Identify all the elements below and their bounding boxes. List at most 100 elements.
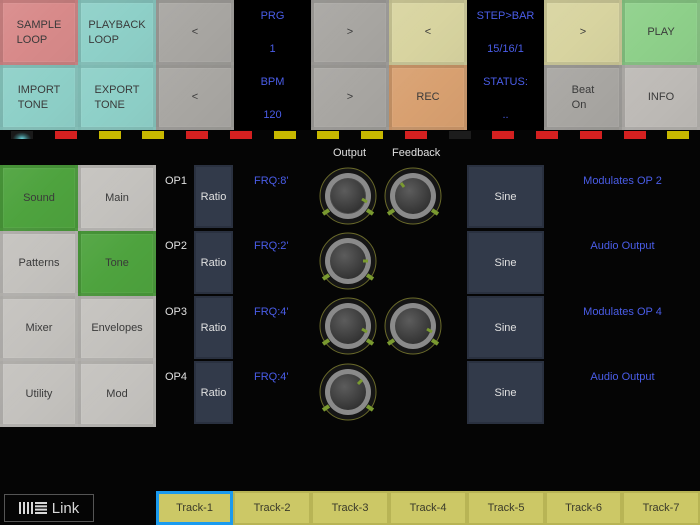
knob-icon: [319, 167, 377, 225]
frequency-value[interactable]: FRQ:4': [254, 371, 289, 383]
step-indicator: [667, 131, 690, 139]
import-tone-button[interactable]: IMPORT TONE: [0, 65, 78, 130]
link-label: Link: [51, 499, 80, 517]
info-button[interactable]: INFO: [622, 65, 700, 130]
nav-envelopes-button[interactable]: Envelopes: [78, 296, 156, 361]
bpm-value: 120: [263, 109, 282, 121]
waveform-button[interactable]: Sine: [467, 361, 544, 424]
output-knob[interactable]: [318, 166, 378, 226]
nav-main-button[interactable]: Main: [78, 165, 156, 231]
track-3-button[interactable]: Track-3: [311, 491, 389, 525]
track-label: Track-1: [176, 502, 213, 514]
knob-icon: [384, 297, 442, 355]
bpm-decrease-label: <: [191, 91, 199, 104]
nav-mod-button[interactable]: Mod: [78, 361, 156, 427]
step-indicator: [579, 131, 602, 139]
step-indicator: [273, 131, 296, 139]
frequency-value[interactable]: FRQ:4': [254, 306, 289, 318]
ratio-label: Ratio: [200, 256, 227, 269]
ratio-button[interactable]: Ratio: [194, 231, 233, 294]
next-step-button[interactable]: >: [544, 0, 622, 65]
track-4-button[interactable]: Track-4: [389, 491, 467, 525]
nav-mixer-button[interactable]: Mixer: [0, 296, 78, 361]
record-button[interactable]: REC: [389, 65, 467, 130]
next-program-button[interactable]: >: [311, 0, 389, 65]
sample-loop-label: SAMPLE LOOP: [16, 19, 62, 46]
ratio-label: Ratio: [200, 190, 227, 203]
routing-label: Modulates OP 4: [583, 306, 662, 318]
nav-mixer-label: Mixer: [25, 322, 53, 335]
track-7-button[interactable]: Track-7: [622, 491, 700, 525]
track-label: Track-4: [409, 502, 447, 514]
waveform-button[interactable]: Sine: [467, 165, 544, 228]
bpm-increase-label: >: [346, 91, 354, 104]
track-5-button[interactable]: Track-5: [467, 491, 545, 525]
ableton-link-button[interactable]: Link: [4, 494, 94, 522]
ableton-logo-icon: [18, 502, 47, 514]
ratio-button[interactable]: Ratio: [194, 361, 233, 424]
waveform-label: Sine: [494, 190, 517, 203]
bpm-decrease-button[interactable]: <: [156, 65, 234, 130]
track-1-button[interactable]: Track-1: [156, 491, 233, 525]
track-label: Track-7: [642, 502, 680, 514]
export-tone-button[interactable]: EXPORT TONE: [78, 65, 156, 130]
play-button[interactable]: PLAY: [622, 0, 700, 65]
play-label: PLAY: [647, 26, 675, 39]
nav-main-label: Main: [105, 191, 129, 204]
step-indicator: [186, 131, 208, 139]
nav-sound-label: Sound: [23, 191, 55, 204]
nav-envelopes-label: Envelopes: [91, 322, 143, 335]
nav-tone-button[interactable]: Tone: [78, 231, 156, 296]
ratio-button[interactable]: Ratio: [194, 165, 233, 228]
step-indicator: [54, 131, 77, 139]
track-2-button[interactable]: Track-2: [233, 491, 311, 525]
track-label: Track-2: [253, 502, 291, 514]
track-6-button[interactable]: Track-6: [545, 491, 622, 525]
beat-on-button[interactable]: Beat On: [544, 65, 622, 130]
nav-patterns-button[interactable]: Patterns: [0, 231, 78, 296]
step-indicator: [11, 131, 33, 139]
next-step-label: >: [579, 26, 587, 39]
feedback-knob[interactable]: [383, 166, 443, 226]
step-label: STEP>BAR: [476, 10, 535, 22]
record-label: REC: [416, 91, 440, 104]
step-status-display: STEP>BAR 15/16/1 STATUS: ..: [467, 0, 544, 130]
import-tone-label: IMPORT TONE: [17, 84, 61, 111]
step-indicator: [623, 131, 646, 139]
waveform-button[interactable]: Sine: [467, 231, 544, 294]
output-knob[interactable]: [318, 362, 378, 422]
output-knob[interactable]: [318, 296, 378, 356]
prev-program-button[interactable]: <: [156, 0, 234, 65]
knob-icon: [319, 363, 377, 421]
step-indicator: [536, 131, 558, 139]
knob-icon: [319, 232, 377, 290]
prev-program-label: <: [191, 26, 199, 39]
prev-step-button[interactable]: <: [389, 0, 467, 65]
knob-icon: [319, 297, 377, 355]
nav-sound-button[interactable]: Sound: [0, 165, 78, 231]
nav-utility-button[interactable]: Utility: [0, 361, 78, 427]
frequency-value[interactable]: FRQ:2': [254, 240, 289, 252]
track-label: Track-5: [487, 502, 525, 514]
bpm-increase-button[interactable]: >: [311, 65, 389, 130]
step-value: 15/16/1: [487, 43, 524, 55]
knob-icon: [384, 167, 442, 225]
output-knob[interactable]: [318, 231, 378, 291]
playback-loop-button[interactable]: PLAYBACK LOOP: [78, 0, 156, 65]
step-indicator: [361, 131, 383, 139]
prg-value: 1: [269, 43, 276, 55]
frequency-value[interactable]: FRQ:8': [254, 175, 289, 187]
step-indicator: [142, 131, 165, 139]
waveform-button[interactable]: Sine: [467, 296, 544, 359]
operator-name: OP4: [165, 371, 188, 383]
sample-loop-button[interactable]: SAMPLE LOOP: [0, 0, 78, 65]
ratio-button[interactable]: Ratio: [194, 296, 233, 359]
next-program-label: >: [346, 26, 354, 39]
waveform-label: Sine: [494, 256, 517, 269]
step-indicator: [492, 131, 515, 139]
routing-label: Modulates OP 2: [583, 175, 662, 187]
step-indicator: [229, 131, 252, 139]
feedback-knob[interactable]: [383, 296, 443, 356]
info-label: INFO: [647, 91, 675, 104]
routing-label: Audio Output: [590, 240, 655, 252]
